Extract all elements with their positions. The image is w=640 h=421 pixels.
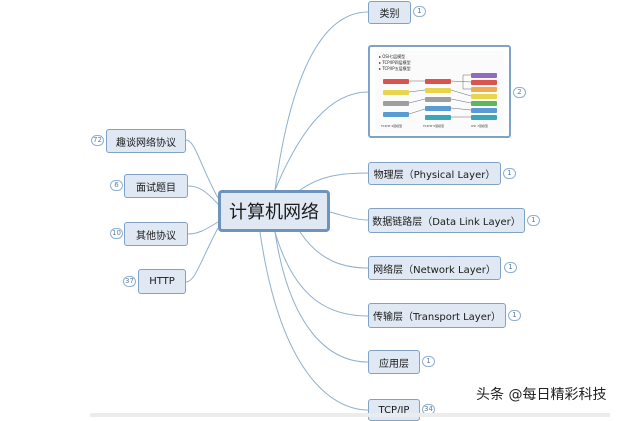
legend-item: ▸ OSI七层模型 xyxy=(379,54,406,59)
node-label: 应用层 xyxy=(379,358,409,370)
child-count-badge[interactable]: 2 xyxy=(513,87,526,98)
node-physical-layer[interactable]: 物理层（Physical Layer） xyxy=(368,162,501,185)
child-count-badge[interactable]: 1 xyxy=(527,215,540,226)
legend-item: ▸ TCP/IP四层模型 xyxy=(379,60,411,65)
bottom-scroll-strip xyxy=(90,413,610,417)
node-http[interactable]: HTTP xyxy=(138,269,186,294)
node-label: 传输层（Transport Layer） xyxy=(373,312,501,323)
child-count-badge[interactable]: 1 xyxy=(422,356,435,367)
node-label: HTTP xyxy=(149,276,175,287)
layer-model-image-node[interactable]: ▸ OSI七层模型 ▸ TCP/IP四层模型 ▸ TCP/IP五层模型 xyxy=(368,45,511,138)
node-label: 网络层（Network Layer） xyxy=(373,264,496,276)
node-label: 其他协议 xyxy=(136,230,176,242)
layer-block xyxy=(471,80,497,85)
node-data-link-layer[interactable]: 数据链路层（Data Link Layer） xyxy=(368,208,525,233)
watermark: 头条 @每日精彩科技 xyxy=(476,387,607,403)
node-label: TCP/IP xyxy=(378,404,410,416)
layer-block xyxy=(471,101,497,106)
child-count-badge[interactable]: 1 xyxy=(413,6,426,17)
root-node-label: 计算机网络 xyxy=(229,202,319,223)
root-node[interactable]: 计算机网络 xyxy=(218,190,330,232)
layer-block xyxy=(383,90,409,95)
node-label: 趣谈网络协议 xyxy=(116,137,176,149)
child-count-badge[interactable]: 1 xyxy=(503,168,516,179)
layer-mapping-arrows xyxy=(408,74,472,118)
layer-block xyxy=(425,88,451,93)
column-caption: TCP/IP 4层模型 xyxy=(381,124,403,128)
node-other-protocols[interactable]: 其他协议 xyxy=(124,222,188,246)
node-network-protocols-talk[interactable]: 趣谈网络协议 xyxy=(106,129,186,153)
node-network-layer[interactable]: 网络层（Network Layer） xyxy=(368,256,501,280)
node-tcpip[interactable]: TCP/IP xyxy=(368,399,420,421)
column-caption: OSI 7层模型 xyxy=(471,124,489,128)
layer-block xyxy=(425,115,451,120)
layer-model-diagram: ▸ OSI七层模型 ▸ TCP/IP四层模型 ▸ TCP/IP五层模型 xyxy=(375,51,504,133)
layer-block xyxy=(471,94,497,99)
layer-block xyxy=(471,73,497,78)
layer-block xyxy=(471,115,497,120)
node-label: 物理层（Physical Layer） xyxy=(373,170,496,181)
node-interview-questions[interactable]: 面试题目 xyxy=(124,174,188,198)
child-count-badge[interactable]: 10 xyxy=(110,228,123,239)
node-label: 面试题目 xyxy=(136,182,176,194)
column-caption: TCP/IP 5层模型 xyxy=(423,124,445,128)
layer-block xyxy=(383,79,409,84)
node-label: 数据链路层（Data Link Layer） xyxy=(372,217,521,228)
node-application-layer[interactable]: 应用层 xyxy=(368,350,420,374)
node-category[interactable]: 类别 xyxy=(368,1,411,24)
layer-block xyxy=(425,97,451,102)
child-count-badge[interactable]: 37 xyxy=(123,276,136,287)
layer-block xyxy=(471,108,497,113)
child-count-badge[interactable]: 1 xyxy=(504,262,517,273)
layer-block xyxy=(471,87,497,92)
child-count-badge[interactable]: 6 xyxy=(110,180,123,191)
layer-block xyxy=(425,106,451,111)
layer-block xyxy=(383,112,409,117)
node-transport-layer[interactable]: 传输层（Transport Layer） xyxy=(368,303,506,328)
legend-item: ▸ TCP/IP五层模型 xyxy=(379,66,411,71)
child-count-badge[interactable]: 72 xyxy=(91,135,104,146)
child-count-badge[interactable]: 1 xyxy=(508,310,521,321)
layer-block xyxy=(383,101,409,106)
layer-block xyxy=(425,79,451,84)
node-label: 类别 xyxy=(379,9,400,20)
